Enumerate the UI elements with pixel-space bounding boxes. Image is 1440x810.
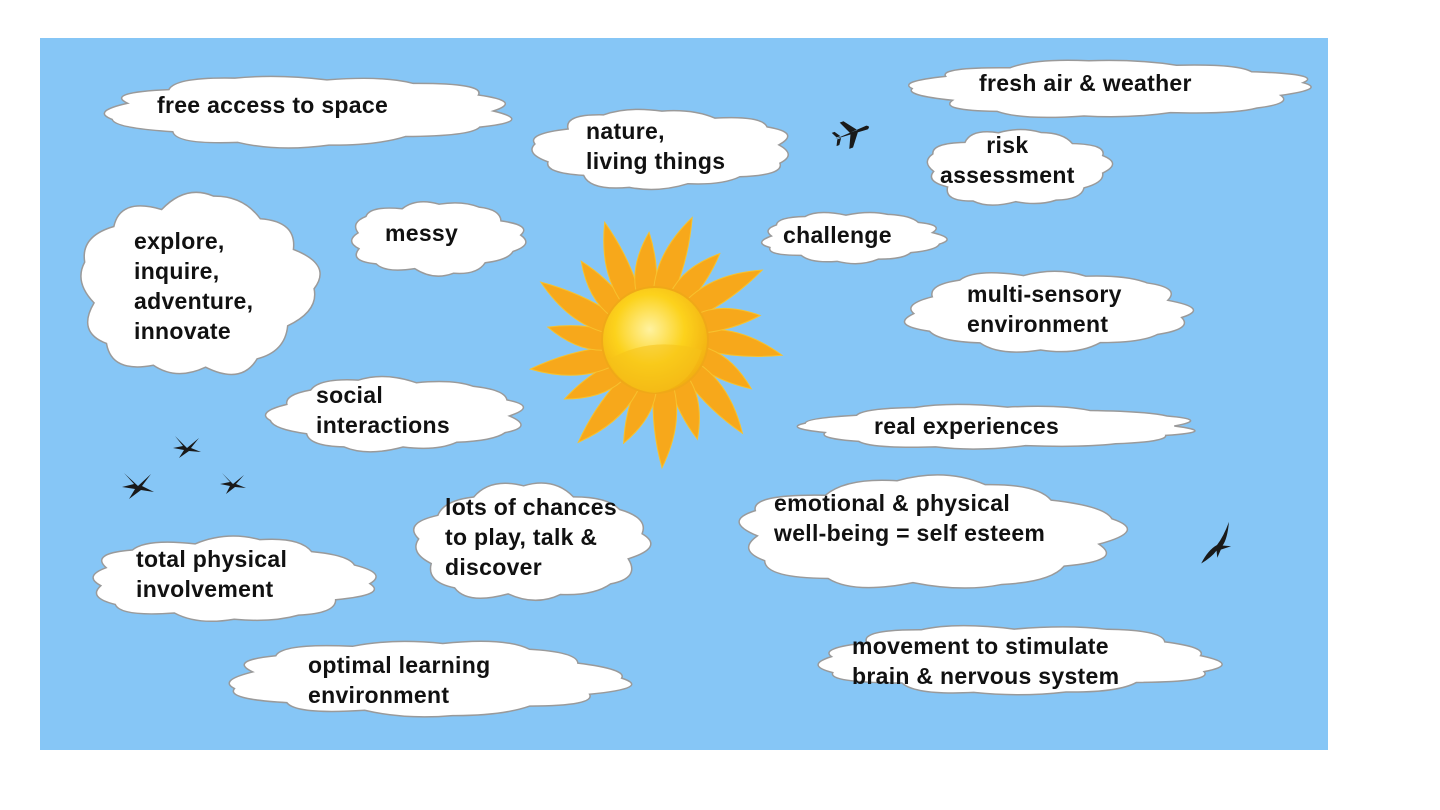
cloud-social: social interactions (260, 372, 532, 456)
cloud-optimal-learning: optimal learning environment (212, 636, 636, 722)
cloud-social-text: social interactions (316, 380, 450, 440)
cloud-total-physical-text: total physical involvement (136, 544, 287, 604)
sun-ray (653, 386, 677, 468)
sun-ray (635, 232, 657, 294)
swallow-icon (220, 473, 246, 494)
swallow-icon (173, 436, 201, 458)
cloud-fresh-air: fresh air & weather (897, 56, 1323, 122)
cloud-explore-text: explore, inquire, adventure, innovate (134, 226, 253, 346)
cloud-optimal-learning-text: optimal learning environment (308, 650, 490, 710)
cloud-multi-sensory: multi-sensory environment (897, 265, 1199, 357)
cloud-emotional-text: emotional & physical well-being = self e… (774, 488, 1045, 548)
cloud-messy-text: messy (385, 218, 458, 248)
cloud-real-experiences-text: real experiences (874, 411, 1059, 441)
cloud-messy: messy (343, 196, 529, 280)
sun-ray (530, 347, 613, 375)
cloud-movement: movement to stimulate brain & nervous sy… (804, 620, 1230, 700)
cloud-risk-text: risk assessment (940, 130, 1075, 190)
cloud-total-physical: total physical involvement (78, 532, 382, 628)
cloud-lots-of-chances: lots of chances to play, talk & discover (403, 476, 655, 610)
cloud-fresh-air-text: fresh air & weather (979, 68, 1192, 98)
cloud-nature-text: nature, living things (586, 116, 725, 176)
cloud-free-access-text: free access to space (157, 90, 388, 120)
cloud-real-experiences: real experiences (782, 402, 1208, 452)
cloud-challenge-text: challenge (783, 220, 892, 250)
cloud-explore: explore, inquire, adventure, innovate (70, 180, 322, 392)
cloud-nature: nature, living things (524, 103, 798, 195)
cloud-movement-text: movement to stimulate brain & nervous sy… (852, 631, 1119, 691)
cloud-lots-of-chances-text: lots of chances to play, talk & discover (445, 492, 617, 582)
cloud-challenge: challenge (755, 208, 949, 266)
cloud-multi-sensory-text: multi-sensory environment (967, 279, 1122, 339)
flying-bird-icon (1192, 522, 1242, 568)
airplane-icon (829, 114, 873, 153)
swallow-icon (122, 473, 154, 499)
cloud-emotional: emotional & physical well-being = self e… (722, 470, 1132, 598)
cloud-free-access: free access to space (93, 70, 518, 152)
sun-icon (530, 218, 782, 468)
cloud-risk: risk assessment (920, 124, 1115, 212)
